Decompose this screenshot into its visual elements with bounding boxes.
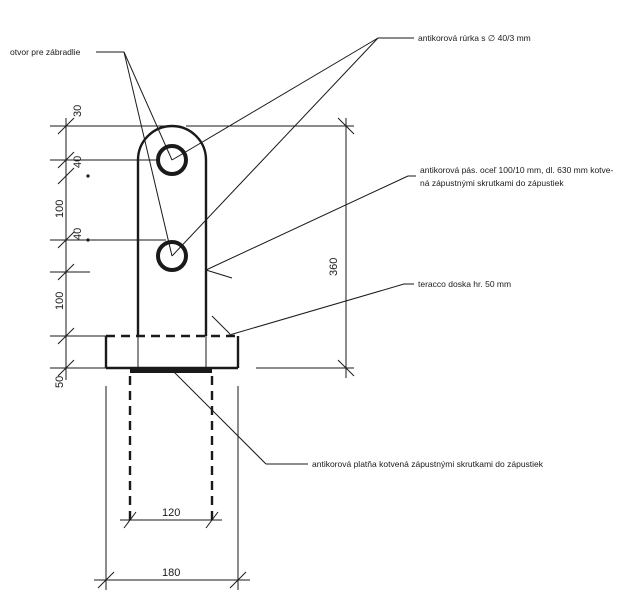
dim-180: 180 [162, 567, 180, 579]
label-plate: antikorová platňa kotvená zápustnými skr… [312, 459, 544, 469]
label-strip-line2: ná zápustnými skrutkami do zápustiek [420, 178, 564, 188]
tick-360-bottom [337, 359, 355, 377]
tick-120-right [205, 511, 219, 529]
dim-120: 120 [162, 507, 180, 519]
dot-mark [86, 174, 90, 178]
label-slab: teracco doska hr. 50 mm [418, 279, 511, 289]
tick-120-left [123, 511, 137, 529]
tick-180-left [97, 571, 115, 589]
base-plate [130, 368, 212, 373]
leader-slab [211, 283, 414, 337]
dim-40-upper: 40 [72, 156, 84, 168]
leader-strip [205, 175, 416, 279]
dim-360: 360 [328, 258, 340, 276]
leader-tube [171, 37, 414, 257]
dot-mark [86, 238, 90, 242]
tube-hole-lower [156, 240, 188, 272]
leader-railing-hole [96, 51, 173, 257]
dim-50: 50 [54, 376, 66, 388]
tick-180-right [229, 571, 247, 589]
label-strip-line1: antikorová pás. oceľ 100/10 mm, dl. 630 … [420, 165, 614, 175]
tick-360-top [337, 117, 355, 135]
dim-100-lower: 100 [54, 292, 66, 310]
label-railing-hole: otvor pre zábradlie [10, 47, 81, 57]
dim-40-lower: 40 [72, 228, 84, 240]
dim-ticks-left [57, 117, 75, 377]
leader-plate [171, 369, 308, 465]
dim-100-upper: 100 [54, 200, 66, 218]
dim-30: 30 [72, 105, 84, 117]
label-tube: antikorová rúrka s ∅ 40/3 mm [418, 33, 531, 43]
